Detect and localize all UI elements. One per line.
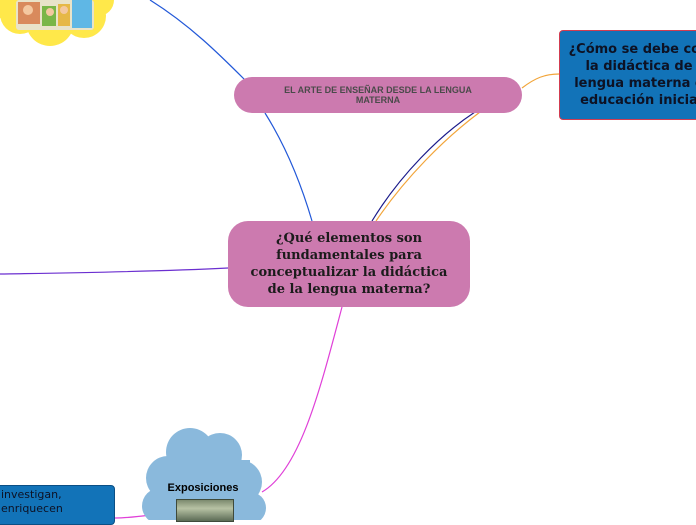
exposiciones-label[interactable]: Exposiciones — [167, 482, 239, 494]
question-line: educación inicia — [580, 93, 696, 108]
main-topic[interactable]: EL ARTE DE ENSEÑAR DESDE LA LENGUA MATER… — [234, 77, 522, 113]
connector-central-to-left — [0, 267, 229, 275]
connector-central-to-exposiciones — [261, 306, 343, 493]
note-line: enriquecen — [1, 502, 63, 515]
central-topic-title: ¿Qué elementos son fundamentales para co… — [250, 231, 448, 297]
sticker-image — [0, 0, 114, 46]
central-topic[interactable]: ¿Qué elementos son fundamentales para co… — [228, 221, 470, 307]
connector-topic-to-question — [521, 73, 560, 89]
question-node[interactable]: ¿Cómo se debe con la didáctica de lengua… — [559, 30, 696, 120]
connector-central-to-topic-right — [371, 111, 476, 222]
main-topic-title: EL ARTE DE ENSEÑAR DESDE LA LENGUA MATER… — [284, 85, 472, 105]
connector-central-to-question — [375, 111, 481, 222]
connector-image-to-topic — [149, 0, 246, 81]
question-line: lengua materna e — [574, 76, 696, 91]
note-line: investigan, — [1, 488, 62, 501]
note-node[interactable]: investigan, enriquecen — [0, 485, 115, 525]
question-text: ¿Cómo se debe con la didáctica de lengua… — [569, 41, 696, 109]
question-line: la didáctica de — [585, 59, 693, 74]
connector-topic-to-central — [264, 112, 313, 222]
question-line: ¿Cómo se debe con — [568, 42, 696, 57]
exposiciones-photo — [176, 499, 234, 522]
